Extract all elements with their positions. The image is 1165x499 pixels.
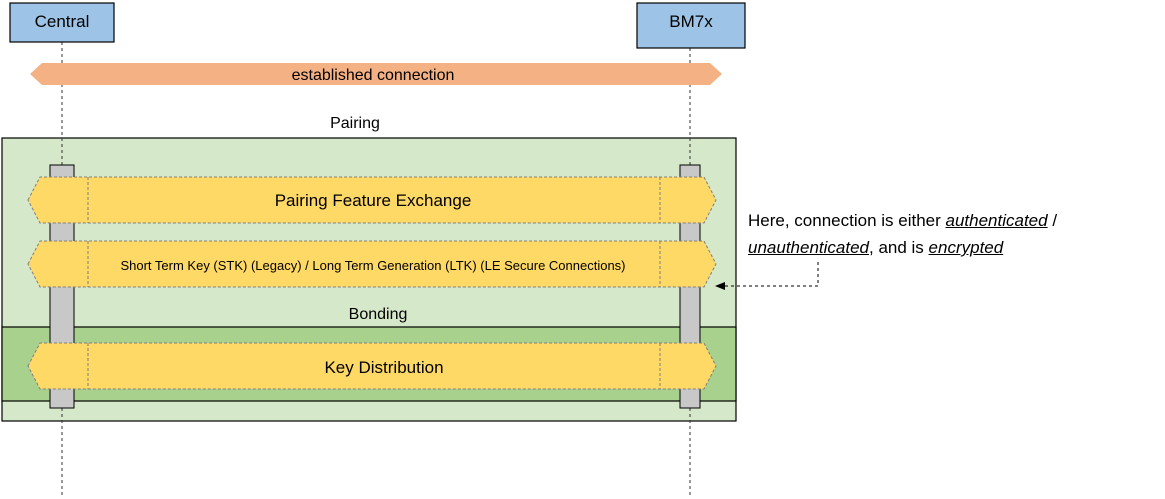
pairing-label: Pairing bbox=[330, 115, 380, 132]
bm7x-participant-box bbox=[636, 2, 746, 49]
note-unauthenticated: unauthenticated bbox=[748, 238, 869, 257]
central-participant-box bbox=[9, 2, 115, 43]
key-distribution-step: Key Distribution bbox=[27, 342, 717, 390]
central-participant-label: Central bbox=[35, 12, 90, 31]
established-connection-arrow bbox=[30, 63, 722, 85]
note-encrypted: encrypted bbox=[928, 238, 1004, 257]
bonding-label: Bonding bbox=[349, 306, 408, 323]
key-generation-step: Short Term Key (STK) (Legacy) / Long Ter… bbox=[27, 240, 717, 288]
note-text-3: , and is bbox=[869, 238, 929, 257]
key-distribution-label: Key Distribution bbox=[324, 358, 443, 377]
connection-state-note: Here, connection is either authenticated… bbox=[748, 207, 1148, 261]
note-authenticated: authenticated bbox=[945, 211, 1048, 230]
key-generation-label: Short Term Key (STK) (Legacy) / Long Ter… bbox=[120, 258, 625, 273]
pairing-feature-exchange-label: Pairing Feature Exchange bbox=[275, 191, 472, 210]
note-text-2: / bbox=[1047, 211, 1058, 230]
established-connection-label: established connection bbox=[292, 67, 455, 84]
pairing-feature-exchange-step: Pairing Feature Exchange bbox=[27, 176, 717, 224]
bm7x-participant-label: BM7x bbox=[669, 12, 713, 31]
note-connector-arrow bbox=[715, 262, 819, 290]
note-text-1: Here, connection is either bbox=[748, 211, 946, 230]
